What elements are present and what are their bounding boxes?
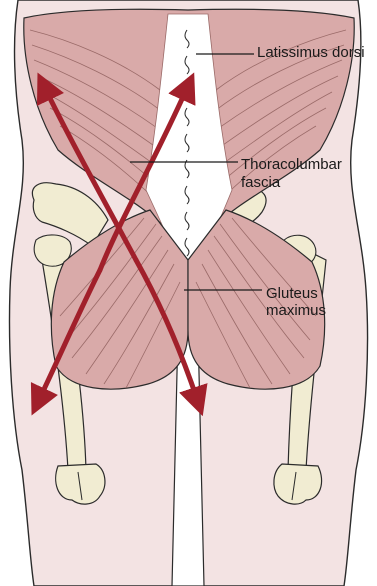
label-thoracolumbar: Thoracolumbar [241, 156, 342, 173]
label-latissimus-dorsi: Latissimus dorsi [257, 44, 365, 61]
label-maximus: maximus [266, 302, 326, 319]
label-fascia: fascia [241, 174, 280, 191]
label-gluteus: Gluteus [266, 285, 318, 302]
